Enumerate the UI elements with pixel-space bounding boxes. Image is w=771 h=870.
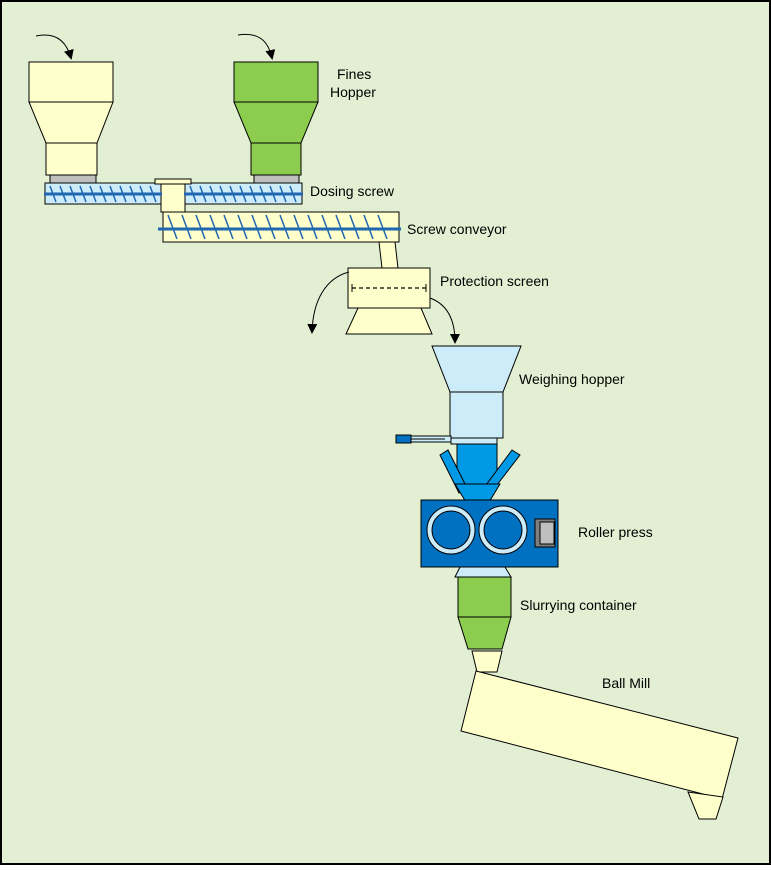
pass-arrow-icon: [429, 297, 460, 344]
weighing-hopper-label: Weighing hopper: [519, 371, 625, 387]
screw-conveyor-label: Screw conveyor: [407, 221, 507, 237]
ball-mill-label: Ball Mill: [602, 675, 650, 691]
slurrying-container-label: Slurrying container: [520, 597, 637, 613]
dosing-screw-label: Dosing screw: [310, 183, 395, 199]
fines-feed-arrow-icon: [237, 33, 276, 60]
dosing-screw: [44, 178, 303, 213]
protection-screen-label: Protection screen: [440, 273, 549, 289]
fines-hopper-label-line1: Fines: [337, 66, 371, 82]
roller-press-label: Roller press: [578, 524, 653, 540]
ball-mill: [460, 650, 739, 820]
left-feed-arrow-icon: [35, 34, 74, 60]
roller-press: [420, 443, 559, 578]
left-hopper: [28, 34, 114, 184]
slurrying-container: [457, 576, 512, 650]
reject-arrow-icon: [307, 271, 350, 334]
weighing-hopper: [395, 345, 522, 445]
protection-screen: [307, 267, 460, 344]
fines-hopper: [233, 33, 319, 184]
fines-hopper-label-line2: Hopper: [330, 84, 376, 100]
screw-conveyor: [158, 211, 401, 269]
